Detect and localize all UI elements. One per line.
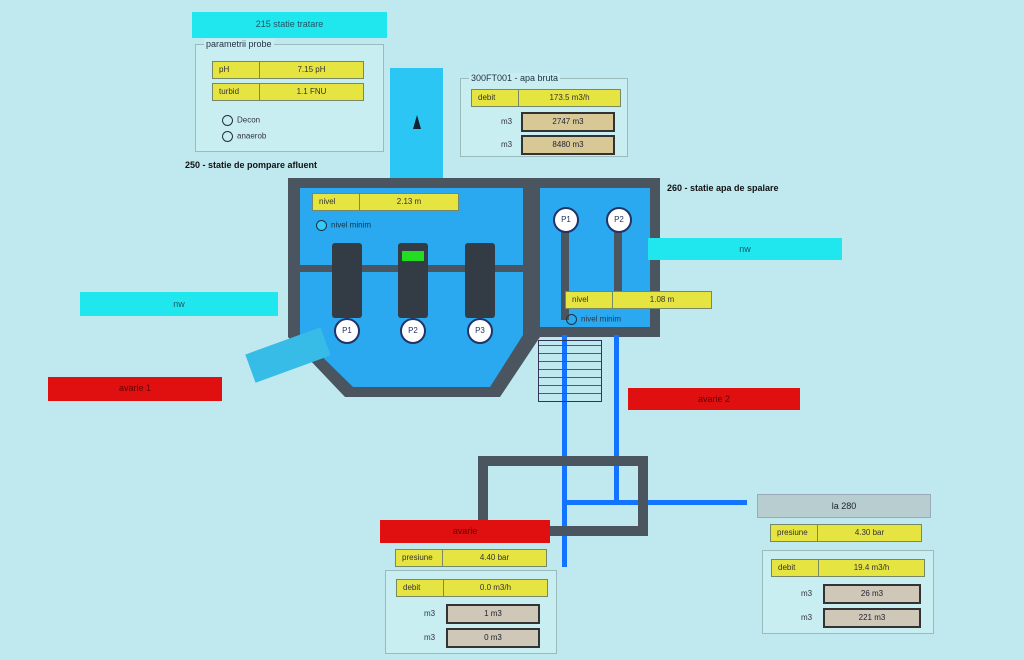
pump-p3[interactable]: P3 <box>467 318 493 344</box>
station2-min-level: nivel minim <box>566 314 621 325</box>
left-cyan-bar: nw <box>80 292 278 316</box>
level-label: nivel <box>313 194 360 210</box>
flow-arrow-icon <box>413 115 421 129</box>
pipe <box>614 335 619 505</box>
pressure-label: presiune <box>771 525 818 541</box>
alarm-right: avarie 2 <box>628 388 800 410</box>
ph-label: pH <box>213 62 260 78</box>
right-cyan-bar: nw <box>648 238 842 260</box>
pump2-p2[interactable]: P2 <box>606 207 632 233</box>
radio-decon[interactable]: Decon <box>222 115 260 126</box>
flow-label: debit <box>397 580 444 596</box>
radio-label: anaerob <box>237 131 267 141</box>
level-value: 1.08 m <box>649 295 675 304</box>
station2-level-row: nivel 1.08 m <box>565 291 712 309</box>
turbidity-row: turbid 1.1 FNU <box>212 83 364 101</box>
pump-column <box>614 225 622 300</box>
flow-value: 173.5 m3/h <box>549 93 590 102</box>
flow-label: debit <box>772 560 819 576</box>
total1-value: 1 m3 <box>446 604 540 624</box>
total1-label: m3 <box>424 609 436 618</box>
ph-value: 7.15 pH <box>297 65 326 74</box>
filter-frame <box>478 456 648 536</box>
alarm-bottom: avarie <box>380 520 550 543</box>
header-title: 215 statie tratare <box>192 12 387 38</box>
pressure-label: presiune <box>396 550 443 566</box>
level-value: 2.13 m <box>396 197 422 206</box>
bottom-left-panel: debit 0.0 m3/h m3 1 m3 m3 0 m3 <box>385 570 557 654</box>
flow-row: debit 173.5 m3/h <box>471 89 621 107</box>
total2-label: m3 <box>501 140 513 149</box>
ph-row: pH 7.15 pH <box>212 61 364 79</box>
filter-tank <box>538 340 602 402</box>
station1-min-level: nivel minim <box>316 220 371 231</box>
indicator-icon <box>566 314 577 325</box>
radio-label: Decon <box>237 115 261 125</box>
total1-label: m3 <box>501 117 513 126</box>
pressure-value: 4.40 bar <box>479 553 510 562</box>
pump-column <box>561 225 569 320</box>
level-label: nivel <box>566 292 613 308</box>
destination-label: la 280 <box>757 494 931 518</box>
running-indicator-icon <box>402 251 424 261</box>
total2-value: 0 m3 <box>446 628 540 648</box>
radio-icon <box>222 115 233 126</box>
min-label: nivel minim <box>331 220 372 230</box>
flow-row: debit 19.4 m3/h <box>771 559 925 577</box>
total1-value: 26 m3 <box>823 584 921 604</box>
flow-value: 19.4 m3/h <box>853 563 890 572</box>
pump-motor-1[interactable] <box>332 243 362 318</box>
indicator-icon <box>316 220 327 231</box>
total2-value: 221 m3 <box>823 608 921 628</box>
total2-label: m3 <box>801 613 813 622</box>
pump-p1[interactable]: P1 <box>334 318 360 344</box>
station1-title: 250 - statie de pompare afluent <box>185 160 318 170</box>
flow-label: debit <box>472 90 519 106</box>
pump-motor-2[interactable] <box>398 243 428 318</box>
station2-title: 260 - statie apa de spalare <box>667 183 779 193</box>
pipe <box>562 335 567 567</box>
station1-level-row: nivel 2.13 m <box>312 193 459 211</box>
total2-value: 8480 m3 <box>521 135 615 155</box>
pump-motor-3[interactable] <box>465 243 495 318</box>
flow-panel-title: 300FT001 - apa bruta <box>469 73 561 83</box>
turbidity-label: turbid <box>213 84 260 100</box>
probe-title: parametrii probe <box>204 39 274 49</box>
min-label: nivel minim <box>581 314 622 324</box>
pressure-value: 4.30 bar <box>854 528 885 537</box>
flow-value: 0.0 m3/h <box>479 583 512 592</box>
pump2-p1[interactable]: P1 <box>553 207 579 233</box>
radio-anaerob[interactable]: anaerob <box>222 131 266 142</box>
flow-row: debit 0.0 m3/h <box>396 579 548 597</box>
radio-icon <box>222 131 233 142</box>
bottom-right-pressure: presiune 4.30 bar <box>770 524 922 542</box>
alarm-left: avarie 1 <box>48 377 222 401</box>
total2-label: m3 <box>424 633 436 642</box>
bottom-right-panel: debit 19.4 m3/h m3 26 m3 m3 221 m3 <box>762 550 934 634</box>
turbidity-value: 1.1 FNU <box>296 87 327 96</box>
pipe <box>562 500 747 505</box>
total1-label: m3 <box>801 589 813 598</box>
bottom-left-pressure: presiune 4.40 bar <box>395 549 547 567</box>
total1-value: 2747 m3 <box>521 112 615 132</box>
pump-p2[interactable]: P2 <box>400 318 426 344</box>
probe-panel: parametrii probe pH 7.15 pH turbid 1.1 FNU… <box>195 39 384 152</box>
